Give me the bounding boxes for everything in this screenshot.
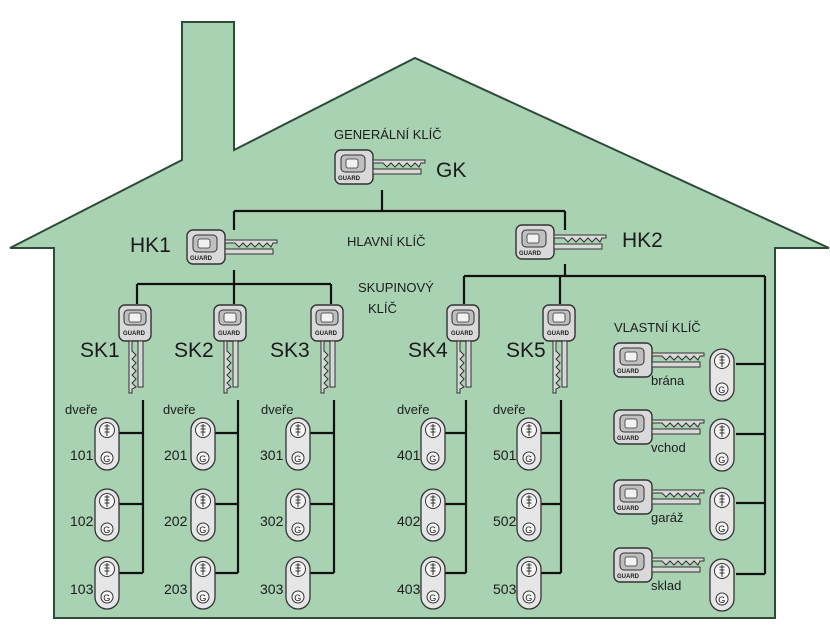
group-4: SK4 dveře 401 402 403 (397, 304, 480, 610)
door-number: 101 (70, 447, 94, 463)
group-1: SK1 dveře 101 102 103 (65, 304, 152, 610)
own-key-1: brána (613, 342, 735, 402)
cylinder-lock-icon (285, 417, 311, 471)
door-number: 303 (260, 581, 284, 597)
door-number: 503 (493, 581, 517, 597)
general-key-title: GENERÁLNÍ KLÍČ (334, 127, 442, 142)
own-key-label: sklad (651, 578, 681, 593)
door-label: dveře (493, 402, 526, 417)
group-key-label: SK2 (174, 339, 214, 362)
connector-lines (117, 190, 767, 576)
hk2-label: HK2 (622, 229, 663, 252)
cylinder-lock-icon (190, 417, 216, 471)
cylinder-lock-icon (709, 348, 735, 402)
door-number: 102 (70, 513, 94, 529)
door-number: 302 (260, 513, 284, 529)
cylinder-lock-icon (420, 417, 446, 471)
own-key-3: garáž (613, 479, 735, 541)
door-number: 502 (493, 513, 517, 529)
group-5: SK5 dveře 501 502 503 (493, 304, 576, 610)
group-key-label: SK5 (506, 339, 546, 362)
cylinder-lock-icon (516, 556, 542, 610)
cylinder-lock-icon (709, 418, 735, 472)
cylinder-lock-icon (94, 417, 120, 471)
cylinder-lock-icon (190, 488, 216, 542)
gk-label: GK (436, 159, 466, 182)
cylinder-lock-icon (420, 488, 446, 542)
hk1-label: HK1 (130, 234, 171, 257)
cylinder-lock-icon (190, 556, 216, 610)
door-number: 202 (164, 513, 188, 529)
door-label: dveře (397, 402, 430, 417)
own-key-label: brána (651, 373, 685, 388)
door-label: dveře (163, 402, 196, 417)
door-number: 401 (397, 447, 421, 463)
group-key-label: SK4 (408, 339, 448, 362)
cylinder-lock-icon (709, 558, 735, 612)
cylinder-lock-icon (285, 488, 311, 542)
own-key-2: vchod (613, 409, 735, 472)
group-3: SK3 dveře 301 302 303 (260, 304, 344, 610)
cylinder-lock-icon (94, 556, 120, 610)
door-number: 501 (493, 447, 517, 463)
own-keys-layer: brána vchod garáž sklad (613, 342, 735, 612)
door-number: 103 (70, 581, 94, 597)
main-key-title: HLAVNÍ KLÍČ (347, 234, 426, 249)
door-number: 301 (260, 447, 284, 463)
group-key-label: SK1 (80, 339, 120, 362)
group-2: SK2 dveře 201 202 203 (163, 304, 247, 610)
group-key-title-line1: SKUPINOVÝ (358, 280, 434, 295)
own-key-label: garáž (651, 510, 684, 525)
cylinder-lock-icon (420, 556, 446, 610)
group-key-title-line2: KLÍČ (368, 301, 397, 316)
cylinder-lock-icon (709, 487, 735, 541)
door-number: 402 (397, 513, 421, 529)
group-key-label: SK3 (270, 339, 310, 362)
door-number: 201 (164, 447, 188, 463)
door-number: 203 (164, 581, 188, 597)
own-key-title: VLASTNÍ KLÍČ (614, 320, 701, 335)
cylinder-lock-icon (516, 488, 542, 542)
own-key-4: sklad (613, 547, 735, 612)
own-key-label: vchod (651, 440, 686, 455)
cylinder-lock-icon (516, 417, 542, 471)
cylinder-lock-icon (285, 556, 311, 610)
door-number: 403 (397, 581, 421, 597)
cylinder-lock-icon (94, 488, 120, 542)
door-label: dveře (65, 402, 98, 417)
group-keys-layer: SK1 dveře 101 102 103 SK2 dveře 201 202 203 SK3 dve… (65, 304, 576, 610)
house-outline (9, 21, 830, 619)
door-label: dveře (261, 402, 294, 417)
